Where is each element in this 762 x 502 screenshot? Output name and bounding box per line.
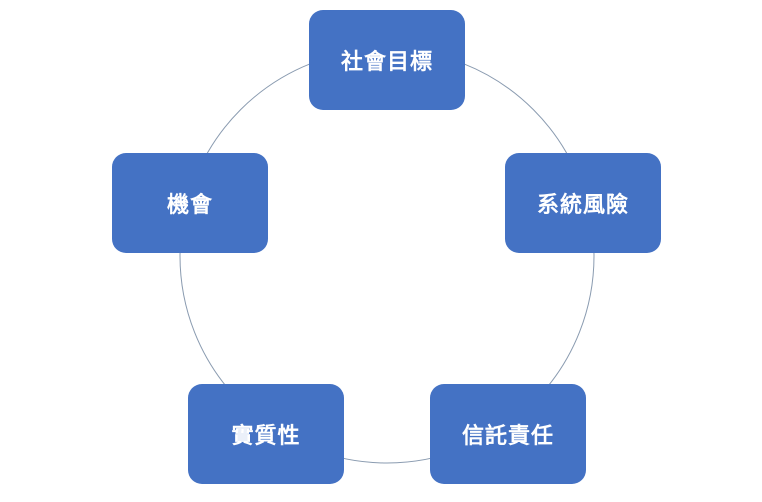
node-systemic-risk: 系統風險 <box>505 153 661 253</box>
node-label: 系統風險 <box>536 193 629 218</box>
node-label: 實質性 <box>231 424 301 449</box>
node-label: 社會目標 <box>340 50 433 75</box>
node-materiality: 實質性 <box>188 384 344 484</box>
node-fiduciary-duty: 信託責任 <box>430 384 586 484</box>
node-label: 信託責任 <box>461 424 554 449</box>
node-opportunity: 機會 <box>112 153 268 253</box>
node-label: 機會 <box>166 193 213 218</box>
node-social-goal: 社會目標 <box>309 10 465 110</box>
